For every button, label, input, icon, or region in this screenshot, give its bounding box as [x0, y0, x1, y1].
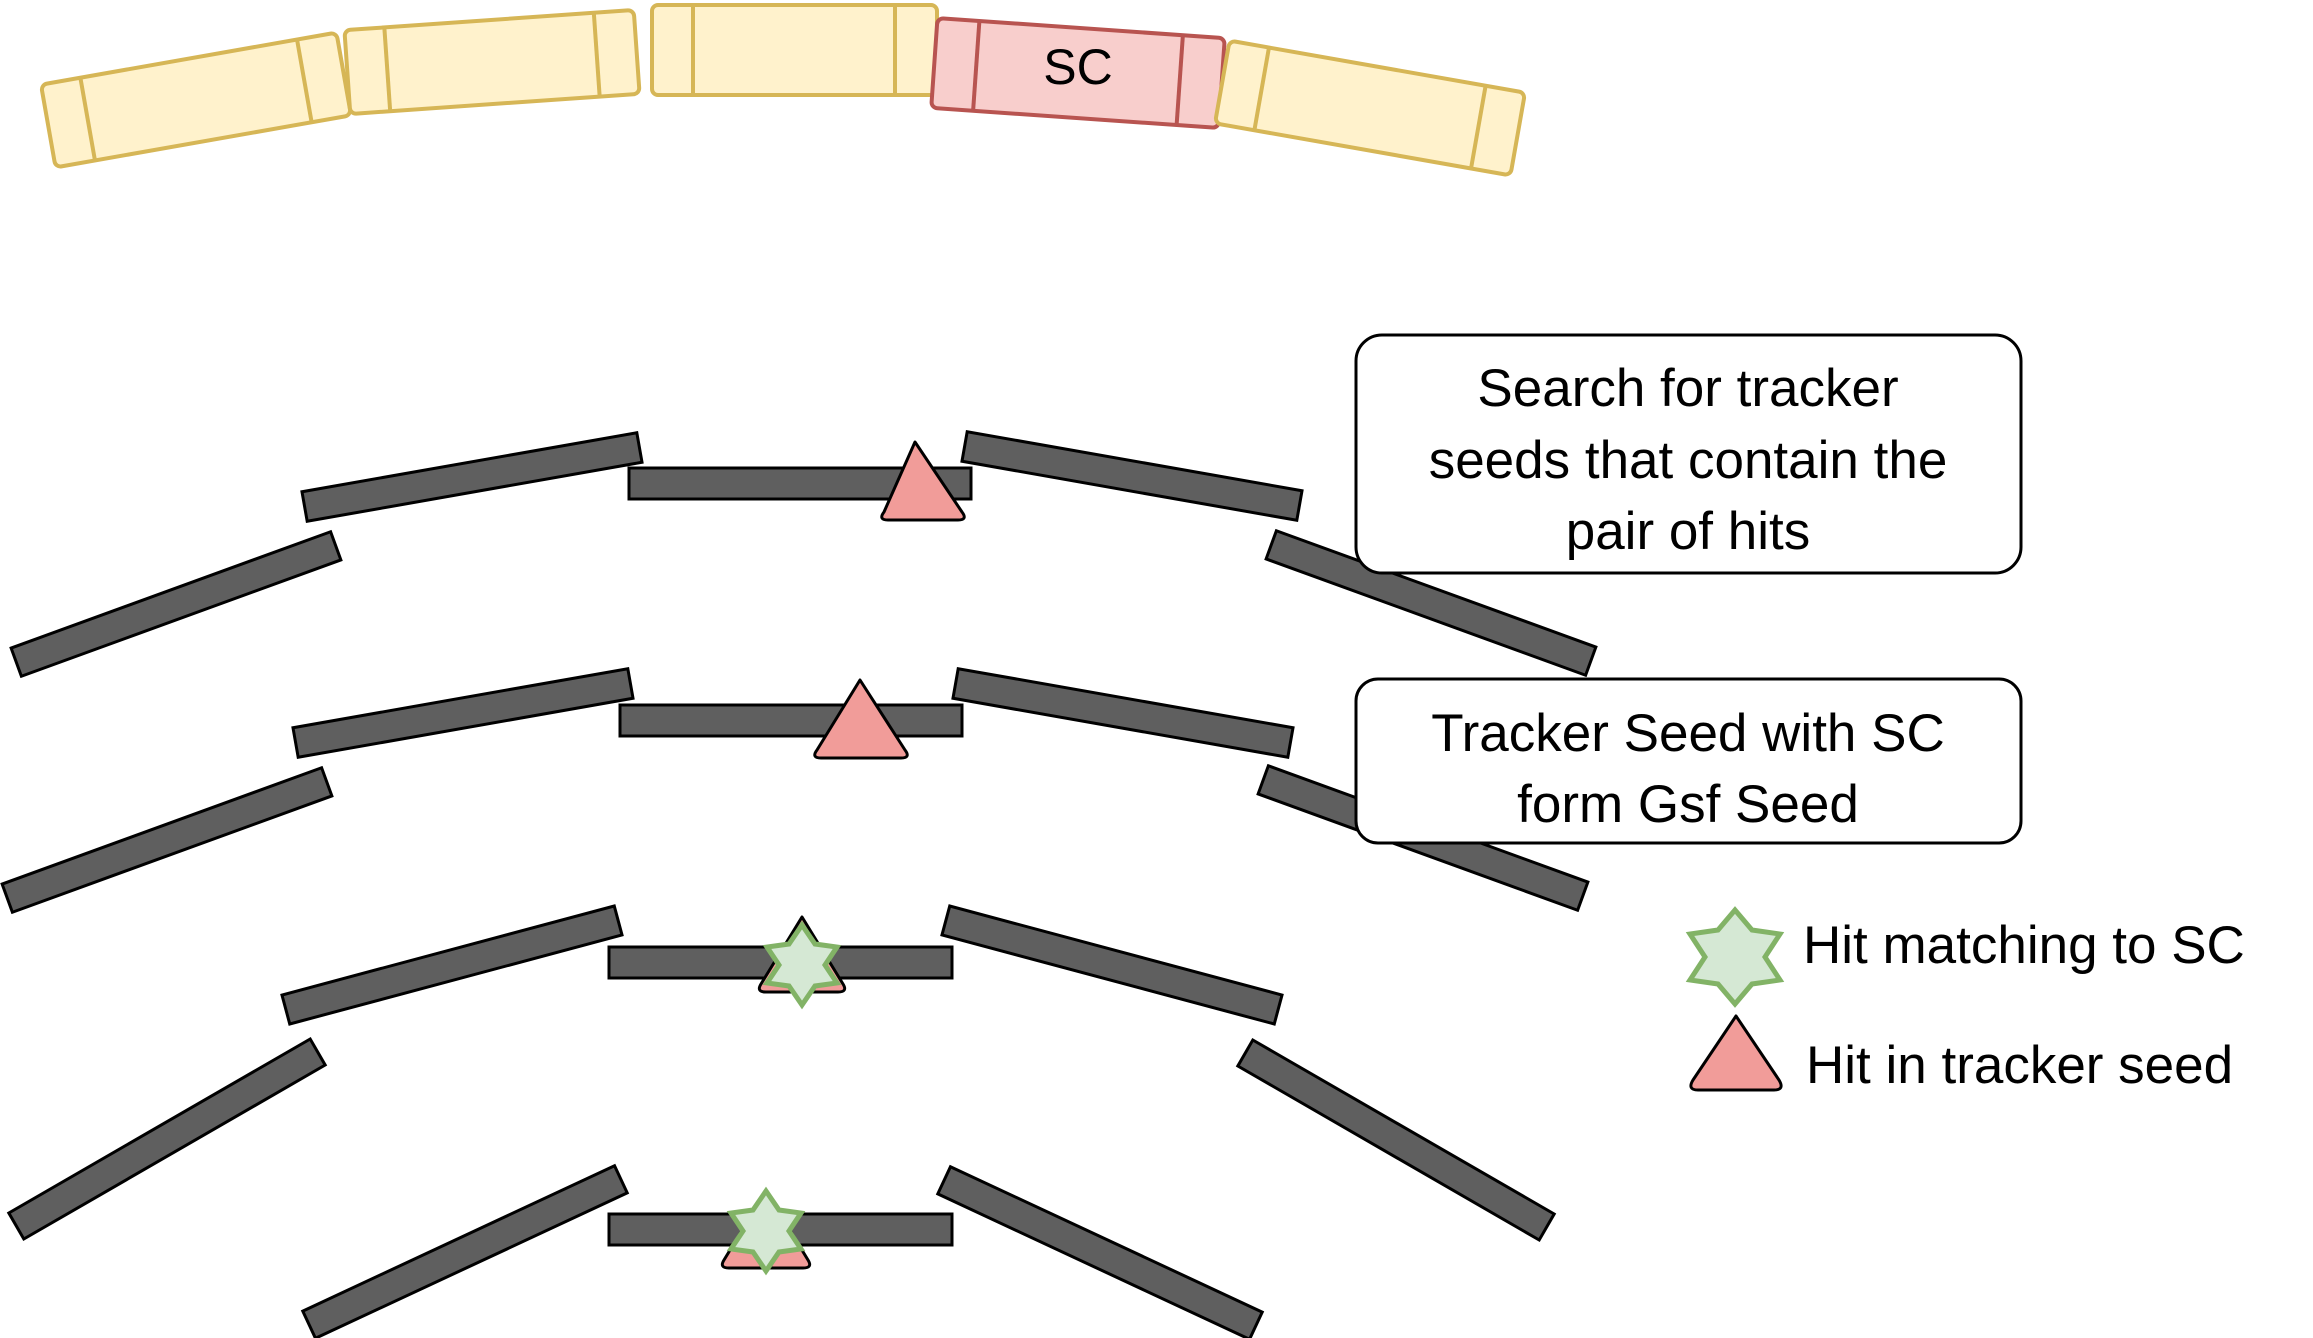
- tracker-module: [618, 703, 964, 738]
- tracker-module: [300, 430, 644, 524]
- tracker-module: [960, 429, 1304, 523]
- tracker-module: [6, 1036, 328, 1242]
- calo-crystal-sc: [929, 16, 1227, 130]
- legend-triangle-label: Hit in tracker seed: [1806, 1036, 2233, 1095]
- callout-form: Tracker Seed with SC form Gsf Seed: [1354, 677, 2023, 845]
- legend: Hit matching to SC Hit in tracker seed: [1685, 906, 2245, 1095]
- calorimeter-arc: SC: [39, 3, 1527, 177]
- callout-search-line-1: Search for tracker: [1477, 359, 1898, 418]
- callout-search-line-3: pair of hits: [1566, 502, 1811, 561]
- calo-crystal-2: [342, 8, 642, 116]
- calo-crystal-3: [650, 3, 939, 97]
- callout-search-line-2: seeds that contain the: [1429, 431, 1948, 490]
- callout-form-line-1: Tracker Seed with SC: [1431, 704, 1945, 763]
- tracker-module: [940, 904, 1284, 1026]
- hit-star: [762, 920, 842, 1010]
- tracker-module: [9, 529, 343, 679]
- tracker-module: [935, 1164, 1265, 1338]
- tracker-module: [300, 1163, 630, 1338]
- tracker-layer-2: [0, 666, 1590, 915]
- tracker-module: [280, 904, 624, 1026]
- legend-triangle-icon: [1689, 1014, 1783, 1092]
- hit-triangle: [813, 678, 909, 760]
- tracker-layer-3: [6, 904, 1557, 1243]
- calo-crystal-5: [1213, 39, 1527, 177]
- tracker-module: [1235, 1037, 1557, 1243]
- calo-crystal-1: [39, 31, 353, 169]
- legend-star-icon: [1685, 906, 1785, 1008]
- tracker-module: [1264, 528, 1598, 678]
- tracker-layer-1: [9, 429, 1598, 679]
- callout-form-line-2: form Gsf Seed: [1517, 775, 1859, 834]
- tracker-module: [951, 666, 1295, 760]
- tracker-module: [0, 765, 334, 915]
- legend-star-label: Hit matching to SC: [1803, 916, 2245, 975]
- tracker-layer-4: [300, 1163, 1265, 1338]
- hit-triangle: [880, 440, 966, 522]
- hit-star: [726, 1186, 806, 1276]
- callout-search: Search for tracker seeds that contain th…: [1354, 333, 2023, 575]
- sc-label: SC: [1043, 39, 1112, 95]
- tracker-module: [291, 666, 635, 760]
